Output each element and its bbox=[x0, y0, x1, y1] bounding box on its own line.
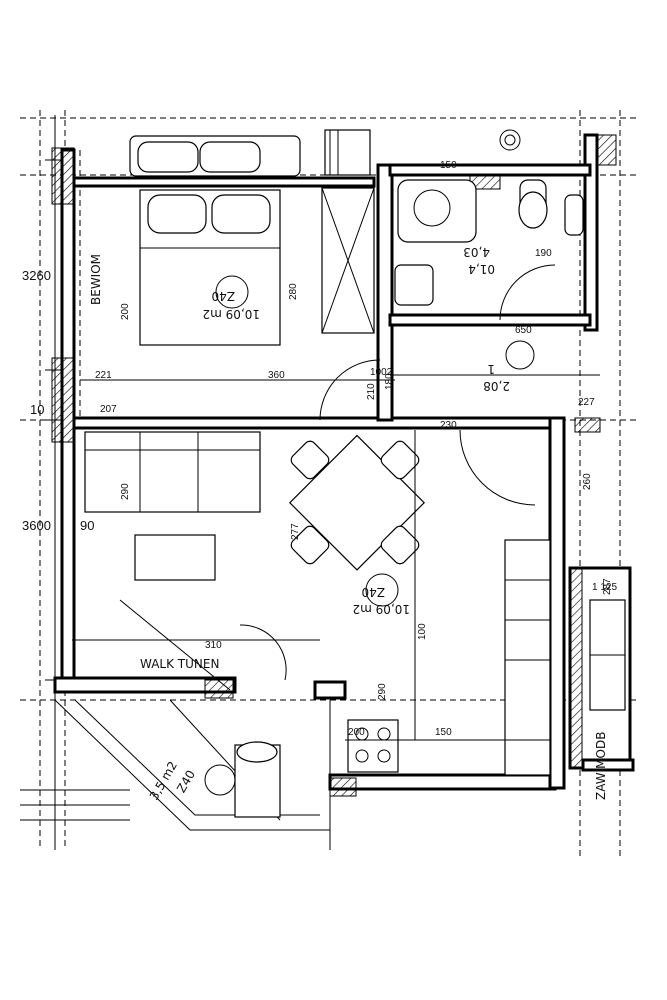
dim-hall-col: 230 bbox=[440, 420, 457, 431]
dim-left-mid: 10 bbox=[30, 402, 44, 417]
terrace-sofa bbox=[129, 129, 371, 177]
bathtub-icon bbox=[397, 179, 477, 243]
double-bed-icon bbox=[139, 189, 281, 346]
dim-bath-h: 190 bbox=[535, 248, 552, 259]
dim-left-bottom: 3600 bbox=[22, 518, 51, 533]
dim-balcony-d: 1 125 bbox=[592, 582, 617, 593]
dim-right-top: 227 bbox=[578, 397, 595, 408]
stove-icon bbox=[347, 719, 399, 773]
bedroom-code: Z40 bbox=[212, 289, 236, 303]
coffee-table-icon bbox=[134, 534, 216, 581]
bedroom: 200 280 BEWIOM 10,09 m2 Z40 221 360 207 bbox=[80, 187, 395, 421]
dim-kitchen-tiny: 200 bbox=[348, 727, 365, 738]
dim-hall-w: 1002 bbox=[370, 367, 393, 378]
dim-bath-w: 150 bbox=[440, 160, 457, 171]
loggia-code: Z40 bbox=[174, 768, 198, 795]
loggia-tag bbox=[204, 764, 236, 796]
entry-name: ZAWIMODB bbox=[594, 732, 608, 800]
dim-hall-top: 650 bbox=[515, 325, 532, 336]
dim-bed-bottom: 207 bbox=[100, 404, 117, 415]
living-code: Z40 bbox=[362, 585, 386, 599]
toilet-icon bbox=[518, 179, 548, 229]
bedroom-tag bbox=[215, 275, 249, 309]
hall: 1002 180 210 650 230 227 2,08 1 bbox=[366, 325, 600, 506]
bedroom-door-swing bbox=[319, 359, 381, 421]
bathroom-number: 4,03 bbox=[463, 245, 490, 259]
hall-area: 2,08 bbox=[483, 379, 510, 393]
hall-tag bbox=[505, 340, 535, 370]
dining-table-icon bbox=[288, 434, 426, 571]
bathroom: 150 190 01,4 4,03 bbox=[394, 160, 584, 321]
dim-kitchen-h: 100 bbox=[417, 623, 428, 640]
bathroom-area: 01,4 bbox=[468, 262, 495, 276]
kitchen-counter bbox=[504, 539, 551, 776]
dim-bed-depth: 360 bbox=[268, 370, 285, 381]
dim-hall-h: 180 bbox=[384, 373, 395, 390]
sofa-icon bbox=[84, 431, 261, 513]
bathroom-door-swing bbox=[499, 264, 556, 321]
right-balcony: 287 1 125 ZAWIMODB bbox=[589, 578, 626, 800]
kitchen: 100 150 290 200 260 bbox=[345, 430, 593, 776]
entry-door-swing bbox=[459, 429, 536, 506]
dim-right-side: 260 bbox=[582, 473, 593, 490]
dim-left-bottom-extra: 90 bbox=[80, 518, 94, 533]
dim-living-mid: 277 bbox=[290, 523, 301, 540]
living-tag bbox=[365, 573, 399, 607]
dim-living-bottom: 310 bbox=[205, 640, 222, 651]
plant-icon bbox=[499, 129, 521, 151]
dim-hall-s: 210 bbox=[366, 383, 377, 400]
dim-kitchen-w: 150 bbox=[435, 727, 452, 738]
dim-bed-width: 221 bbox=[95, 370, 112, 381]
hall-number: 1 bbox=[487, 362, 495, 376]
washer-icon bbox=[234, 741, 281, 818]
living-area: 10,09 m2 bbox=[353, 602, 411, 616]
living-room: 290 277 310 WALK TUNEN 10,09 m2 Z40 bbox=[72, 431, 426, 691]
dim-left-top: 3260 bbox=[22, 268, 51, 283]
loggia: 3,5 m2 Z40 bbox=[147, 129, 521, 818]
dim-living-left: 290 bbox=[120, 483, 131, 500]
left-dimension-column: 3260 10 3600 90 bbox=[22, 115, 94, 850]
living-name: WALK TUNEN bbox=[140, 657, 219, 671]
living-door-swing bbox=[239, 624, 287, 681]
dim-bed-left: 200 bbox=[120, 303, 131, 320]
dim-kitchen-small: 290 bbox=[377, 683, 388, 700]
bedroom-name: BEWIOM bbox=[89, 254, 103, 305]
bedroom-area: 10,09 m2 bbox=[203, 307, 261, 321]
dim-bed-right: 280 bbox=[288, 283, 299, 300]
dim-balcony-w: 287 bbox=[602, 578, 613, 595]
sink-icon bbox=[564, 194, 584, 236]
wardrobe-icon bbox=[321, 187, 375, 334]
